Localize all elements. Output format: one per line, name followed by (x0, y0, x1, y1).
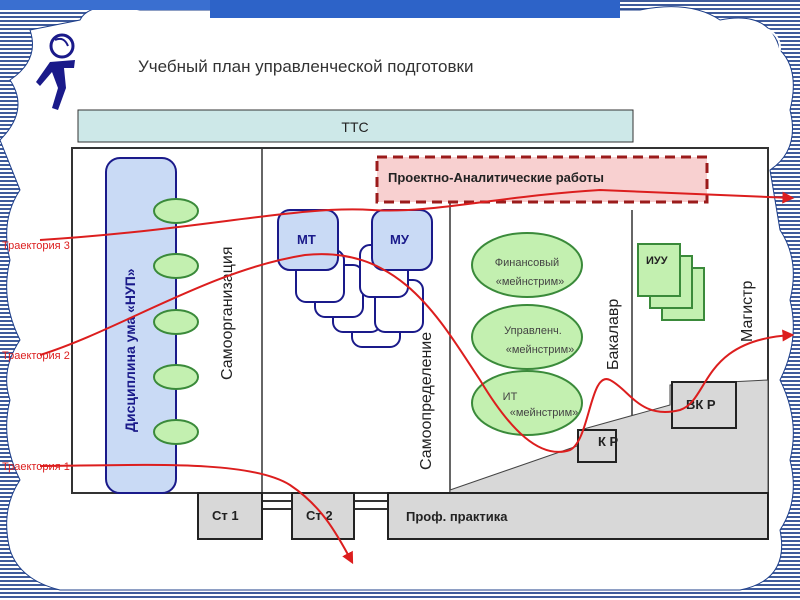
nup-oval (153, 198, 199, 224)
bachelor-label: Бакалавр (605, 299, 622, 370)
nup-oval (153, 309, 199, 335)
trajectory-2-path (39, 253, 795, 453)
management-oval (471, 304, 583, 370)
nup-oval (153, 253, 199, 279)
finance-label-1: Финансовый (495, 257, 559, 269)
management-label-1: Управленч. (504, 325, 562, 337)
trajectory-3-label: Траектория 3 (2, 240, 70, 252)
it-label-1: ИТ (503, 391, 518, 403)
trajectory-3-path (39, 188, 795, 241)
trajectory-1-path (39, 463, 354, 565)
finance-label-2: «мейнстрим» (496, 276, 565, 288)
nup-oval (153, 419, 199, 445)
trajectory-2-label: Траектория 2 (2, 350, 70, 362)
self-determination-label: Самоопределение (418, 332, 435, 470)
kr-box (577, 429, 617, 463)
project-work-label: Проектно-Аналитические работы (388, 170, 604, 185)
nup-oval (153, 364, 199, 390)
logo-icon (36, 33, 75, 110)
mu-label: МУ (390, 232, 410, 247)
it-label-2: «мейнстрим» (510, 407, 579, 419)
st1-box (197, 492, 263, 540)
mt-label: МТ (297, 232, 316, 247)
trajectory-1-label: Траектория 1 (2, 461, 70, 473)
seal-icon (739, 27, 781, 69)
iuu-page (637, 243, 681, 297)
page-title: Учебный план управленческой подготовки (138, 57, 473, 76)
finance-oval (471, 232, 583, 298)
ttc-label: ТТС (341, 119, 368, 135)
nup-label: Дисциплина ума «НУП» (122, 268, 138, 432)
practice-label: Проф. практика (406, 509, 508, 524)
nup-ovals (153, 198, 199, 445)
management-label-2: «мейнстрим» (506, 344, 575, 356)
it-oval (471, 370, 583, 436)
iuu-label: ИУУ (646, 255, 668, 267)
mt-mu-cascade (277, 209, 433, 348)
kr-label: К Р (598, 434, 619, 449)
practice-box (387, 492, 769, 540)
st1-label: Ст 1 (212, 508, 239, 523)
ttc-bar (77, 109, 634, 143)
master-label: Магистр (739, 280, 756, 342)
iuu-stack (637, 243, 705, 321)
self-organization-label: Самоорганизация (219, 247, 236, 380)
